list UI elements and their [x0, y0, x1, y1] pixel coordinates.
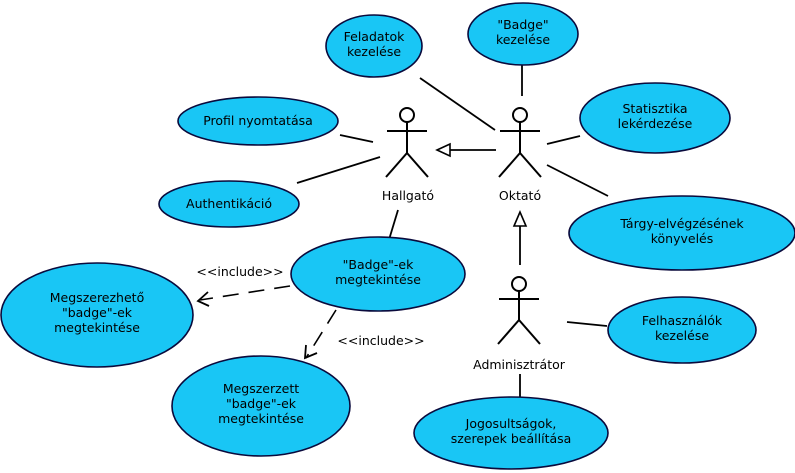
assoc-oktato-statisztika: [546, 135, 581, 145]
include-label: <<include>>: [337, 333, 424, 348]
use-case-label: Megszerzett: [223, 381, 299, 396]
use-case-felhasznalok-kezelese: [607, 296, 757, 364]
use-case-label: kezelése: [347, 44, 401, 59]
use-case-label: Feladatok: [344, 29, 405, 44]
include-dependency-megszerzett: [305, 309, 337, 359]
actor-hallgato-icon: [385, 107, 429, 178]
use-case-badge-ek-megtekintese: [290, 236, 466, 312]
use-case-jogosultsagok: [413, 396, 609, 470]
actor-adminisztrator-icon: [497, 276, 541, 345]
use-case-label: megtekintése: [218, 411, 304, 426]
assoc-admin-felhasznalok: [566, 321, 608, 327]
include-arrowhead: [303, 344, 318, 360]
use-case-profil-nyomtatasa: [177, 96, 339, 146]
use-case-label: megtekintése: [335, 272, 421, 287]
generalization-arrowhead: [512, 209, 528, 227]
use-case-label: Tárgy-elvégzésének: [619, 216, 744, 231]
use-case-label: kezelése: [496, 32, 550, 47]
use-case-label: szerepek beállítása: [451, 431, 572, 446]
use-case-label: Authentikáció: [186, 196, 272, 211]
actor-label-hallgato: Hallgató: [382, 188, 434, 203]
use-case-label: "Badge": [497, 17, 548, 32]
use-case-targy-elvegzesenek-konyveles: [568, 195, 795, 271]
use-case-label: megtekintése: [54, 320, 140, 335]
use-case-label: Profil nyomtatása: [203, 113, 313, 128]
use-case-badge-kezelese: [467, 2, 579, 66]
include-arrowhead: [196, 291, 210, 307]
actor-oktato-icon: [498, 107, 542, 178]
actor-label-oktato: Oktató: [499, 188, 541, 203]
assoc-oktato-feladatok: [419, 77, 496, 131]
use-case-label: Jogosultságok,: [465, 416, 557, 431]
assoc-oktato-targy: [546, 164, 609, 197]
use-case-label: "badge"-ek: [226, 396, 297, 411]
use-case-megszerzett-badge-ek: [171, 355, 351, 457]
assoc-hallgato-authentikacio: [296, 156, 381, 184]
use-case-label: Statisztika: [623, 101, 688, 116]
generalization-arrowhead: [435, 142, 451, 158]
include-dependency-megszerezheto: [199, 285, 291, 301]
use-case-megszerezheto-badge-ek: [0, 262, 194, 368]
assoc-hallgato-profil: [339, 134, 374, 143]
use-case-label: Felhasználók: [642, 313, 723, 328]
use-case-label: "badge"-ek: [62, 305, 133, 320]
use-case-label: lekérdezése: [618, 116, 693, 131]
use-case-authentikacio: [158, 180, 300, 228]
actor-label-adminisztrator: Adminisztrátor: [473, 357, 566, 372]
use-case-feladatok-kezelese: [325, 14, 423, 78]
use-case-statisztika: [579, 82, 731, 154]
use-case-label: könyvelés: [651, 231, 714, 246]
use-case-label: "Badge"-ek: [343, 257, 414, 272]
use-case-label: Megszerezhető: [50, 290, 144, 305]
include-label: <<include>>: [196, 264, 283, 279]
use-case-label: kezelése: [655, 328, 709, 343]
